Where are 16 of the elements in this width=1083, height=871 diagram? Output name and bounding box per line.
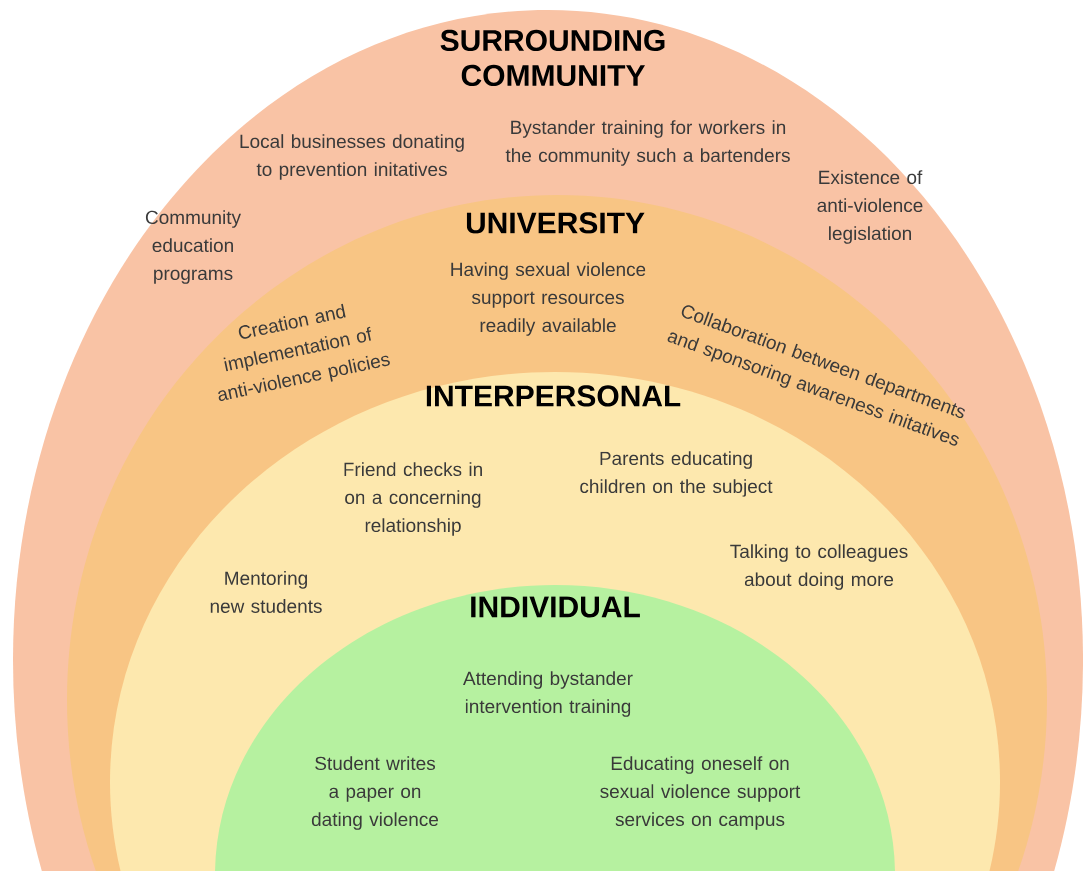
text-label: Educating oneself on sexual violence support services on campus — [600, 756, 801, 830]
text-label: Community education programs — [145, 210, 241, 284]
text-label: Bystander training for workers in the community such a bartenders — [505, 120, 790, 166]
text-label: Local businesses donating to prevention initatives — [240, 134, 464, 180]
text-label: Student writes a paper on dating violence — [311, 756, 439, 830]
heading: SURROUNDING COMMUNITY — [440, 29, 665, 87]
heading: UNIVERSITY — [466, 212, 645, 234]
text-label: Talking to colleagues about doing more — [730, 544, 908, 590]
heading: INTERPERSONAL — [426, 385, 681, 407]
text-label: Mentoring new students — [210, 571, 322, 613]
text-label: Friend checks in on a concerning relationship — [344, 462, 482, 536]
text-label: Having sexual violence support resources readily available — [451, 262, 646, 336]
text-label: Existence of anti-violence legislation — [817, 170, 923, 244]
text-label: Parents educating children on the subject — [580, 451, 773, 497]
text-label: Attending bystander intervention training — [463, 671, 633, 717]
heading: INDIVIDUAL — [471, 596, 640, 618]
